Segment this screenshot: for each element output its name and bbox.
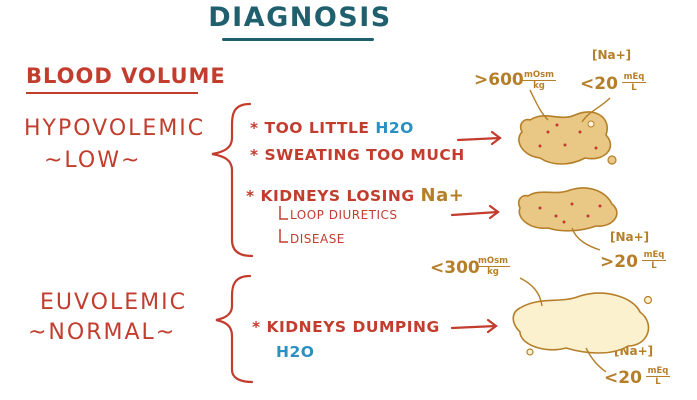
- leader-osm-top: [529, 89, 549, 121]
- page-title: DIAGNOSIS: [208, 2, 392, 33]
- unit-meq-l-3: mEq L: [646, 366, 670, 387]
- unit-meq-l-1: mEq L: [622, 72, 646, 93]
- cause-kidneys-dumping: * KIDNEYS DUMPING: [252, 318, 440, 336]
- leader-na-mid: [571, 227, 601, 251]
- na-bracket-top: [Na+]: [592, 48, 632, 62]
- na-bracket-mid: [Na+]: [610, 230, 650, 244]
- blood-volume-heading: BLOOD VOLUME: [26, 64, 226, 88]
- unit-mosm-kg-1: mOsm kg: [522, 70, 556, 91]
- cause-sweating: * SWEATING TOO MUCH: [250, 146, 465, 164]
- leader-osm-low: [519, 277, 543, 307]
- hypovolemic-brace: [211, 102, 254, 258]
- cause-too-little-text: * TOO LITTLE: [250, 119, 376, 137]
- arrow-3: [450, 318, 498, 334]
- leader-na-bottom: [585, 347, 607, 373]
- na-less-20-top: <20: [580, 74, 618, 94]
- title-underline: [222, 38, 374, 41]
- h2o-label: H2O: [375, 119, 414, 137]
- euvolemic-label: EUVOLEMIC: [40, 290, 187, 315]
- euvolemic-brace: [215, 274, 254, 384]
- urine-blob-concentrated: [518, 111, 617, 165]
- h2o-dumping-label: H2O: [276, 343, 315, 361]
- hypovolemic-label: HYPOVOLEMIC: [24, 116, 206, 141]
- urine-blob-dilute: [512, 292, 653, 356]
- unit-mosm-kg-2: mOsm kg: [476, 256, 510, 277]
- osm-greater-600: >600: [474, 70, 524, 90]
- urine-blob-mid: [517, 187, 618, 232]
- heading-underline: [26, 92, 198, 94]
- cause-too-little-water: * TOO LITTLE H2O: [250, 119, 414, 137]
- leader-na-top: [581, 97, 611, 123]
- hypovolemic-low-label: ~LOW~: [44, 148, 142, 173]
- osm-less-300: <300: [430, 258, 480, 278]
- sub-bullet-2: [279, 229, 288, 243]
- cause-kidneys-losing-na: * KIDNEYS LOSING Na+: [246, 185, 464, 206]
- sub-bullet-1: [279, 206, 288, 220]
- euvolemic-normal-label: ~NORMAL~: [28, 320, 177, 345]
- na-greater-20-mid: >20: [600, 252, 638, 272]
- sub-loop-diuretics: LOOP DIURETICS: [290, 208, 398, 222]
- cause-kidneys-losing-text: * KIDNEYS LOSING: [246, 187, 421, 205]
- unit-meq-l-2: mEq L: [642, 250, 666, 271]
- na-label: Na+: [420, 185, 465, 206]
- na-less-20-bottom: <20: [604, 368, 642, 388]
- sub-disease: DISEASE: [290, 232, 345, 246]
- arrow-2: [450, 204, 500, 220]
- arrow-1: [456, 130, 502, 146]
